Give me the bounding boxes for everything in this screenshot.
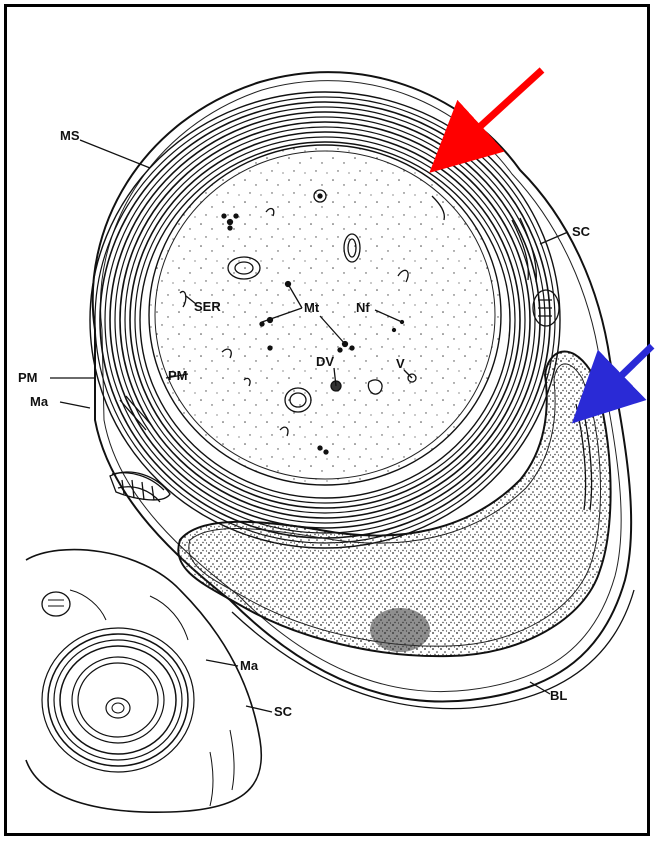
label-dense-vesicle: DV xyxy=(316,354,334,369)
label-basal-lamina: BL xyxy=(550,688,567,703)
label-plasma-membrane-outer: PM xyxy=(18,370,38,385)
axon xyxy=(149,145,501,485)
label-myelin-sheath: MS xyxy=(60,128,80,143)
label-neurofilaments: Nf xyxy=(356,300,370,315)
blue-arrow xyxy=(592,346,652,404)
label-vesicle: V xyxy=(396,356,405,371)
label-mesaxon-bottom: Ma xyxy=(240,658,259,673)
label-mesaxon-top: Ma xyxy=(30,394,49,409)
label-schwann-cell-top: SC xyxy=(572,224,591,239)
label-plasma-membrane-inner: PM xyxy=(168,368,188,383)
label-microtubules: Mt xyxy=(304,300,320,315)
label-smooth-er: SER xyxy=(194,299,221,314)
label-schwann-cell-bottom: SC xyxy=(274,704,293,719)
